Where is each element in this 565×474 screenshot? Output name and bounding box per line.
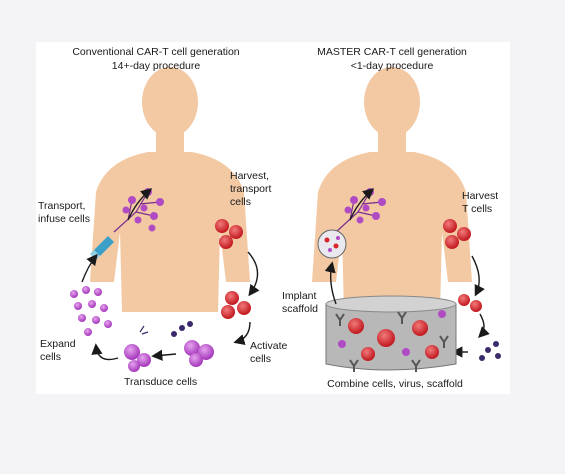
- transport-infuse-line1: Transport,: [38, 200, 86, 212]
- left-torso: [90, 67, 250, 312]
- transduce-to-expand-arrow-icon: [91, 343, 119, 361]
- implant-arrow-icon: [324, 261, 337, 305]
- implanted-scaffold-icon: [317, 229, 347, 259]
- right-infuse-arrow-icon: [349, 188, 375, 221]
- to-activate-arrow-icon: [233, 321, 251, 346]
- harvest-to-activate-arrow-icon: [247, 251, 260, 297]
- left-car-t-dots: [122, 188, 164, 232]
- left-subtitle: 14+-day procedure: [111, 60, 201, 72]
- right-subtitle: <1-day procedure: [350, 60, 434, 72]
- right-car-t-cluster: [335, 191, 383, 233]
- combine-label: Combine cells, virus, scaffold: [327, 378, 463, 390]
- virus-icon: [479, 341, 501, 361]
- right-harvest-line2: T cells: [462, 203, 493, 215]
- right-harvest-arrow-icon: [471, 255, 485, 297]
- transduce-label: Transduce cells: [124, 376, 198, 388]
- left-harvest-t-cells: [215, 219, 243, 249]
- transport-infuse-line2: infuse cells: [38, 213, 90, 225]
- activate-line1: Activate: [250, 340, 288, 352]
- infuse-arrow-icon: [127, 188, 153, 221]
- right-title: MASTER CAR-T cell generation: [317, 46, 467, 58]
- expand-line1: Expand: [40, 338, 76, 350]
- harvest-transport-line3: cells: [230, 196, 252, 208]
- harvest-transport-line2: transport: [230, 183, 272, 195]
- right-harvest-line1: Harvest: [462, 190, 499, 202]
- expanded-cells: [70, 286, 112, 336]
- to-scaffold-arrow-icon: [478, 313, 490, 338]
- activate-t-cells: [221, 291, 251, 319]
- left-car-t-cluster: [113, 191, 161, 233]
- harvest-transport-line1: Harvest,: [230, 170, 270, 182]
- expand-to-infuse-arrow-icon: [81, 253, 98, 283]
- activate-line2: cells: [250, 353, 272, 365]
- activated-cells: [171, 321, 214, 367]
- implant-line2: scaffold: [282, 303, 318, 315]
- figure-panel: Conventional CAR-T cell generation 14+-d…: [36, 42, 510, 394]
- expand-line2: cells: [40, 351, 62, 363]
- right-harvest-t-cells: [443, 219, 471, 249]
- right-torso: [312, 67, 472, 312]
- scaffold-icon: [325, 295, 457, 372]
- implant-line1: Implant: [282, 290, 317, 302]
- diagram-canvas: [70, 67, 501, 372]
- right-car-t-dots: [344, 188, 386, 224]
- activate-to-transduce-arrow-icon: [151, 349, 177, 361]
- right-collected-t-cells: [458, 294, 482, 312]
- left-title: Conventional CAR-T cell generation: [72, 46, 240, 58]
- transduced-cells: [124, 325, 151, 372]
